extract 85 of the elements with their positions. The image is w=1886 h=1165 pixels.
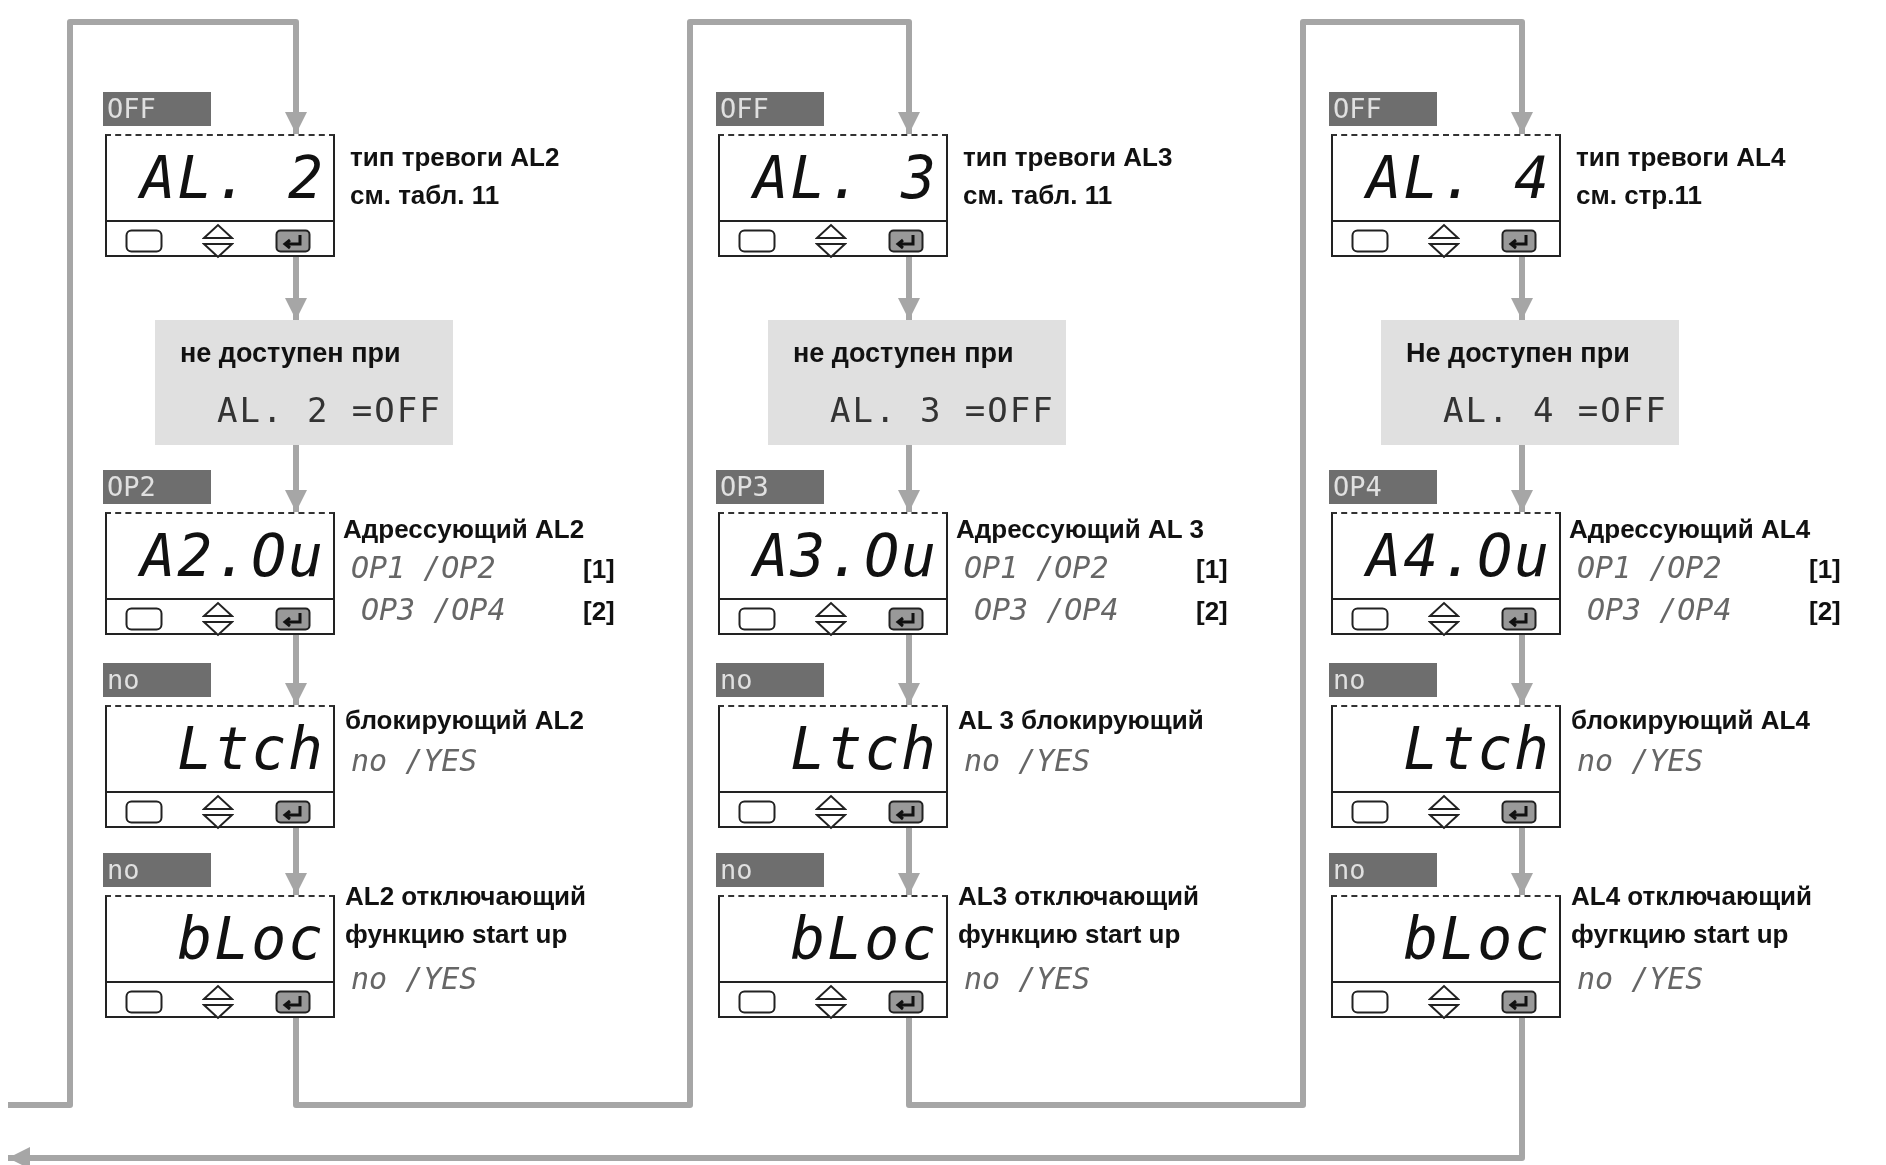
option-values: OP1 /OP2 bbox=[964, 550, 1109, 585]
display-readout: bLoc bbox=[790, 904, 938, 975]
flow-arrow bbox=[285, 635, 307, 705]
flow-arrow bbox=[8, 1018, 1525, 1165]
default-value-tag: OFF bbox=[1329, 92, 1437, 126]
option-values: OP1 /OP2 bbox=[1577, 550, 1722, 585]
condition-note-box bbox=[1381, 320, 1679, 445]
lcd-display-panel bbox=[1331, 512, 1561, 635]
lcd-display-panel bbox=[1331, 705, 1561, 828]
flow-arrow bbox=[898, 257, 920, 320]
footnote-mark: [2] bbox=[583, 596, 615, 627]
note-text: не доступен при bbox=[793, 338, 1014, 369]
condition-note-box bbox=[155, 320, 453, 445]
flow-arrow bbox=[293, 19, 920, 1108]
flow-arrow bbox=[898, 635, 920, 705]
lcd-display-panel bbox=[1331, 895, 1561, 1018]
default-value-tag: OP3 bbox=[716, 470, 824, 504]
lcd-display-panel bbox=[718, 705, 948, 828]
default-value-tag: OP2 bbox=[103, 470, 211, 504]
option-values: OP3 /OP4 bbox=[1587, 592, 1732, 627]
option-values: no /YES bbox=[351, 961, 478, 996]
parameter-description: тип тревоги AL4 см. стр.11 bbox=[1576, 141, 1787, 212]
default-value-tag: no bbox=[1329, 853, 1437, 887]
flow-arrow bbox=[1511, 257, 1533, 320]
note-text: Не доступен при bbox=[1406, 338, 1630, 369]
parameter-description: тип тревоги AL3 см. табл. 11 bbox=[963, 141, 1174, 212]
flow-arrow bbox=[285, 828, 307, 895]
option-values: OP1 /OP2 bbox=[351, 550, 496, 585]
display-readout: Ltch bbox=[790, 714, 938, 785]
parameter-description: AL4 отключающий фугкцию start up bbox=[1571, 880, 1814, 951]
default-value-tag: no bbox=[716, 853, 824, 887]
lcd-display-panel bbox=[105, 134, 335, 257]
default-value-tag: OFF bbox=[103, 92, 211, 126]
display-readout: Ltch bbox=[1403, 714, 1551, 785]
display-readout: bLoc bbox=[1403, 904, 1551, 975]
parameter-description: AL2 отключающий функцию start up bbox=[345, 880, 588, 951]
option-values: OP3 /OP4 bbox=[974, 592, 1119, 627]
parameter-description: блокирующий AL2 bbox=[345, 704, 584, 737]
default-value-tag: OFF bbox=[716, 92, 824, 126]
footnote-mark: [1] bbox=[1809, 554, 1841, 585]
option-values: OP3 /OP4 bbox=[361, 592, 506, 627]
flow-arrow bbox=[898, 828, 920, 895]
lcd-display-panel bbox=[718, 512, 948, 635]
default-value-tag: no bbox=[1329, 663, 1437, 697]
condition-readout: AL. 4 =OFF bbox=[1443, 390, 1668, 430]
option-values: no /YES bbox=[1577, 743, 1704, 778]
footnote-mark: [2] bbox=[1196, 596, 1228, 627]
footnote-mark: [1] bbox=[1196, 554, 1228, 585]
note-text: не доступен при bbox=[180, 338, 401, 369]
default-value-tag: no bbox=[103, 853, 211, 887]
lcd-display-panel bbox=[718, 895, 948, 1018]
footnote-mark: [2] bbox=[1809, 596, 1841, 627]
default-value-tag: no bbox=[716, 663, 824, 697]
lcd-display-panel bbox=[105, 705, 335, 828]
flow-arrow bbox=[285, 445, 307, 512]
condition-readout: AL. 3 =OFF bbox=[830, 390, 1055, 430]
lcd-display-panel bbox=[105, 512, 335, 635]
condition-readout: AL. 2 =OFF bbox=[217, 390, 442, 430]
flow-arrow bbox=[1511, 635, 1533, 705]
lcd-display-panel bbox=[105, 895, 335, 1018]
footnote-mark: [1] bbox=[583, 554, 615, 585]
option-values: no /YES bbox=[964, 961, 1091, 996]
option-values: no /YES bbox=[351, 743, 478, 778]
parameter-description: AL3 отключающий функцию start up bbox=[958, 880, 1201, 951]
parameter-description: тип тревоги AL2 см. табл. 11 bbox=[350, 141, 561, 212]
parameter-description: блокирующий AL4 bbox=[1571, 704, 1810, 737]
condition-note-box bbox=[768, 320, 1066, 445]
option-values: no /YES bbox=[964, 743, 1091, 778]
lcd-display-panel bbox=[1331, 134, 1561, 257]
parameter-description: Адрессующий AL4 bbox=[1569, 513, 1811, 546]
display-readout: Ltch bbox=[177, 714, 325, 785]
lcd-display-panel bbox=[718, 134, 948, 257]
flow-arrow bbox=[906, 19, 1533, 1108]
display-readout: bLoc bbox=[177, 904, 325, 975]
flow-arrow bbox=[898, 445, 920, 512]
flow-arrow bbox=[1511, 828, 1533, 895]
option-values: no /YES bbox=[1577, 961, 1704, 996]
parameter-description: Адрессующий AL2 bbox=[343, 513, 585, 546]
default-value-tag: OP4 bbox=[1329, 470, 1437, 504]
flow-arrow bbox=[8, 19, 307, 1108]
flow-arrow bbox=[1511, 445, 1533, 512]
flow-arrow bbox=[285, 257, 307, 320]
default-value-tag: no bbox=[103, 663, 211, 697]
parameter-description: Адрессующий AL 3 bbox=[956, 513, 1204, 546]
parameter-description: AL 3 блокирующий bbox=[958, 704, 1204, 737]
